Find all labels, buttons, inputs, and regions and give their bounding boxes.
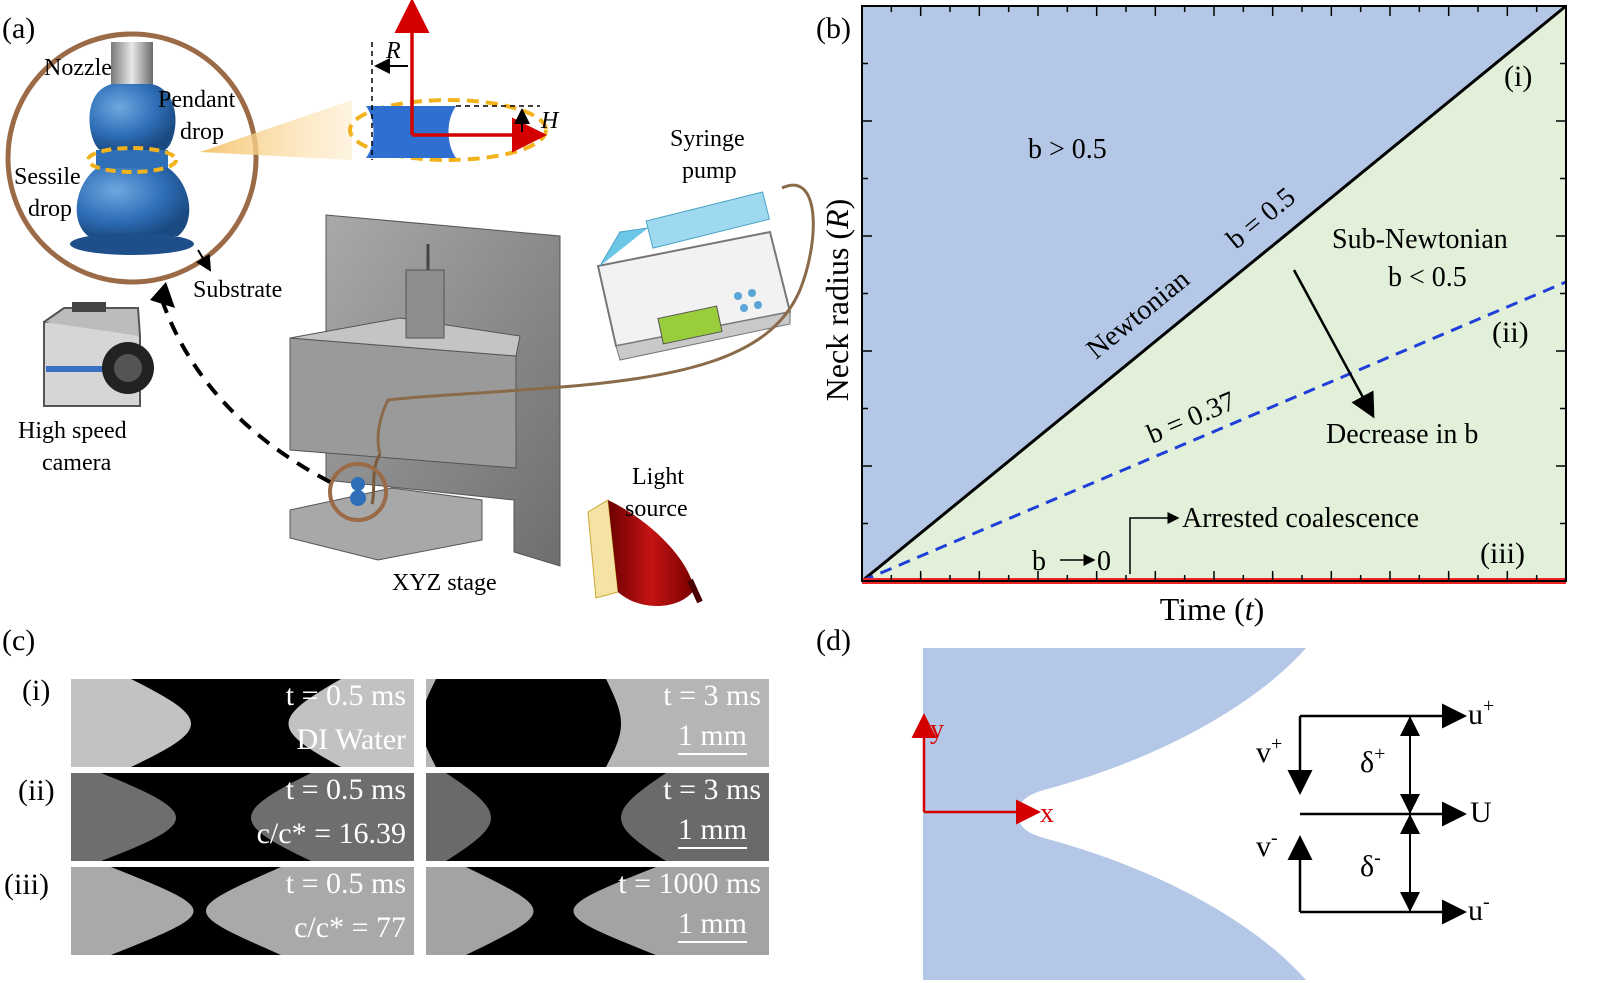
label-zero: 0	[1097, 546, 1111, 577]
camera-label-2: camera	[42, 450, 112, 476]
delta-minus-label: δ-	[1360, 847, 1381, 883]
U-label: U	[1470, 796, 1492, 829]
sessile-label-1: Sessile	[14, 164, 81, 190]
label-sub-newtonian: Sub-Newtonian	[1332, 224, 1508, 255]
case-iii-label: (iii)	[1480, 537, 1525, 570]
neck-highlight	[86, 146, 178, 174]
label-b-gt-05: b > 0.5	[1028, 134, 1107, 165]
snapshot-ii-left: t = 0.5 ms c/c* = 16.39	[71, 773, 414, 861]
zoom-beam	[200, 100, 352, 160]
fluid-region	[923, 648, 1306, 980]
stage-label: XYZ stage	[392, 570, 497, 596]
substrate-label: Substrate	[193, 277, 282, 303]
panel-c-label: (c)	[2, 624, 35, 657]
y-axis-symbol: y	[930, 714, 944, 745]
nozzle-label: Nozzle	[44, 55, 112, 81]
decrease-arrow	[1292, 269, 1375, 419]
high-speed-camera-icon	[43, 302, 154, 407]
pendant-drop	[89, 84, 176, 150]
syringe-pump-icon	[596, 191, 792, 361]
snapshot-time: t = 3 ms	[663, 679, 761, 712]
snapshot-ii-right: t = 3 ms 1 mm	[426, 773, 769, 861]
snapshot-time: t = 0.5 ms	[285, 679, 406, 712]
scale-bar: 1 mm	[677, 719, 747, 755]
label-decrease-b: Decrease in b	[1326, 419, 1478, 450]
x-axis-label: Time (t)	[1160, 591, 1265, 627]
scale-bar: 1 mm	[677, 907, 747, 943]
snapshot-iii-right: t = 1000 ms 1 mm	[426, 867, 769, 955]
pendant-label-1: Pendant	[158, 87, 236, 113]
u-minus-label: u-	[1468, 891, 1490, 927]
zoom-dashed-arrow	[160, 299, 331, 484]
row-ii-label: (ii)	[18, 774, 55, 807]
v-plus-label: v+	[1256, 733, 1282, 769]
label-b-to: b	[1032, 546, 1046, 577]
panel-b-label: (b)	[816, 12, 851, 45]
pendant-label-2: drop	[180, 119, 224, 145]
substrate-disk	[70, 233, 194, 255]
light-source-icon	[587, 499, 703, 607]
magnified-drop-view	[5, 31, 259, 285]
nozzle-tip	[111, 42, 153, 84]
b037-dashed-line	[861, 280, 1567, 583]
x-axis-symbol: x	[1040, 798, 1054, 829]
syringe-label-2: pump	[682, 158, 737, 184]
snapshot-fluid: DI Water	[296, 723, 406, 756]
case-ii-label: (ii)	[1492, 316, 1529, 349]
snapshot-i-right: t = 3 ms 1 mm	[426, 679, 769, 767]
scale-bar: 1 mm	[677, 813, 747, 849]
tubing	[376, 183, 815, 455]
syringe-label-1: Syringe	[670, 126, 745, 152]
light-label-1: Light	[632, 464, 684, 490]
snapshot-time: t = 0.5 ms	[285, 867, 406, 900]
snapshot-concentration: c/c* = 16.39	[256, 817, 406, 850]
snapshot-iii-left: t = 0.5 ms c/c* = 77	[71, 867, 414, 955]
snapshot-time: t = 0.5 ms	[285, 773, 406, 806]
row-i-label: (i)	[22, 674, 50, 707]
stage-drop-marker	[328, 462, 388, 522]
delta-plus-label: δ+	[1360, 743, 1385, 779]
panel-d-label: (d)	[816, 624, 851, 657]
y-axis-label: Neck radius (R)	[819, 199, 855, 402]
snapshot-time: t = 3 ms	[663, 773, 761, 806]
v-minus-label: v-	[1256, 827, 1278, 863]
neck-zoom	[348, 0, 548, 162]
case-i-label: (i)	[1504, 60, 1532, 93]
panel-a-label: (a)	[2, 12, 35, 45]
label-b-lt-05: b < 0.5	[1388, 262, 1467, 293]
camera-label-1: High speed	[18, 418, 127, 444]
u-plus-label: u+	[1468, 695, 1494, 731]
label-arrested: Arrested coalescence	[1182, 503, 1419, 534]
snapshot-time: t = 1000 ms	[618, 867, 761, 900]
neck-schematic	[911, 648, 1467, 980]
H-symbol: H	[540, 108, 560, 134]
sessile-label-2: drop	[28, 196, 72, 222]
sessile-drop	[76, 166, 190, 236]
R-symbol: R	[385, 38, 401, 64]
light-label-2: source	[625, 496, 688, 522]
snapshot-concentration: c/c* = 77	[294, 911, 406, 944]
newtonian-line	[861, 4, 1567, 583]
regime-plot	[861, 4, 1567, 584]
row-iii-label: (iii)	[4, 868, 49, 901]
snapshot-i-left: t = 0.5 ms DI Water	[71, 679, 414, 767]
